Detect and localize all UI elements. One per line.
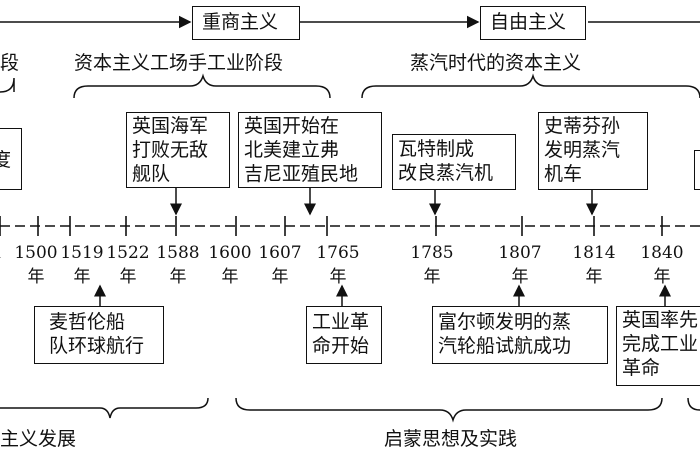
year-suffix: 年 <box>329 267 347 287</box>
event-box-industrial-start: 工业革 命开始 <box>306 306 382 364</box>
year-label: 1840 <box>640 243 684 263</box>
year-label-cut: 1 <box>0 242 3 264</box>
year-label: 1519 <box>60 243 104 263</box>
mercantilism-box: 重商主义 <box>192 6 300 40</box>
event-box-watt: 瓦特制成 改良蒸汽机 <box>392 134 516 190</box>
bottom-label-enlightenment: 启蒙思想及实践 <box>384 428 518 450</box>
event-box-britain-complete: 英国率先 完成工业 革命 <box>616 306 700 386</box>
year-suffix: 年 <box>169 267 187 287</box>
year-suffix: 年 <box>511 267 529 287</box>
year-label: 1765 <box>316 243 360 263</box>
period-brace-steam <box>361 73 700 99</box>
event-box-left-cut: 度 <box>0 128 22 190</box>
year-suffix: 年 <box>271 267 289 287</box>
year-suffix: 年 <box>27 267 45 287</box>
year-ticks <box>0 216 663 236</box>
event-box-stephenson: 史蒂芬孙 发明蒸汽 机车 <box>538 112 648 190</box>
period-brace-manufacture <box>73 73 331 99</box>
year-suffix: 年 <box>73 267 91 287</box>
year-label: 1814 <box>572 243 616 263</box>
period-brace-left <box>0 77 15 93</box>
year-label: 1807 <box>498 243 542 263</box>
liberalism-box: 自由主义 <box>480 6 586 40</box>
year-suffix: 年 <box>221 267 239 287</box>
year-label: 1607 <box>258 243 302 263</box>
year-label: 1600 <box>208 243 252 263</box>
year-label: 1785 <box>410 243 454 263</box>
event-box-virginia: 英国开始在 北美建立弗 吉尼亚殖民地 <box>238 112 382 188</box>
event-box-fulton: 富尔顿发明的蒸 汽轮船试航成功 <box>432 306 608 364</box>
period-label-steam: 蒸汽时代的资本主义 <box>410 52 582 74</box>
bottom-brace-right <box>687 397 700 411</box>
period-label-left-cut: 段 <box>0 52 20 74</box>
bottom-brace-left <box>0 397 209 419</box>
year-suffix: 年 <box>585 267 603 287</box>
bottom-brace-enlightenment <box>235 397 663 423</box>
year-label: 1522 <box>106 243 150 263</box>
year-label: 1588 <box>156 243 200 263</box>
year-suffix: 年 <box>653 267 671 287</box>
event-box-magellan: 麦哲伦船 队环球航行 <box>34 306 164 364</box>
year-suffix: 年 <box>423 267 441 287</box>
event-box-armada: 英国海军 打败无敌 舰队 <box>126 112 230 188</box>
year-suffix: 年 <box>119 267 137 287</box>
year-label: 1500 <box>14 243 58 263</box>
bottom-label-left-cut: 主义发展 <box>0 428 77 450</box>
period-label-manufacture: 资本主义工场手工业阶段 <box>74 52 284 74</box>
event-box-right-cut <box>694 150 700 190</box>
